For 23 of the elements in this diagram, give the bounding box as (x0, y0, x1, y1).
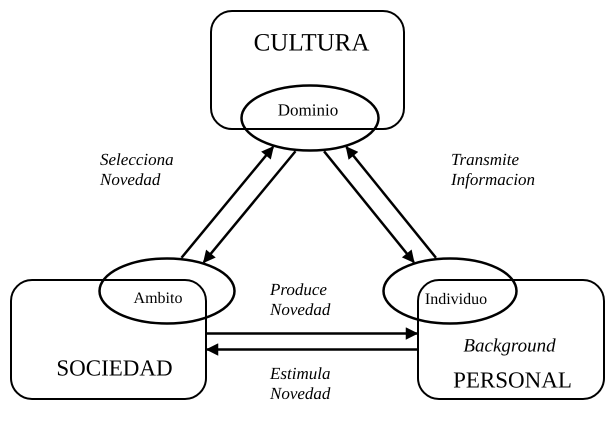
oval-node (98, 257, 236, 325)
arrow (323, 150, 415, 264)
arrow (206, 343, 417, 356)
arrow (345, 146, 437, 259)
node-label: Background (463, 336, 556, 355)
arrow (202, 150, 296, 264)
rounded-box (10, 279, 207, 400)
node-label: Individuo (424, 292, 488, 308)
node-label: SOCIEDAD (56, 356, 173, 379)
edge-label: Produce Novedad (270, 280, 332, 321)
edge-label: Estimula Novedad (270, 364, 332, 405)
rounded-box (417, 279, 605, 400)
edge-label: Selecciona Novedad (100, 150, 175, 191)
edge-label: Transmite Informacion (451, 150, 536, 191)
arrow (207, 327, 418, 340)
node-label: Ambito (134, 291, 182, 307)
node-label: Dominio (278, 102, 338, 118)
oval-node (240, 84, 380, 152)
node-label: CULTURA (254, 30, 370, 55)
arrow (180, 146, 274, 259)
node-label: PERSONAL (453, 368, 572, 391)
rounded-box (210, 10, 405, 130)
oval-node (382, 257, 518, 325)
